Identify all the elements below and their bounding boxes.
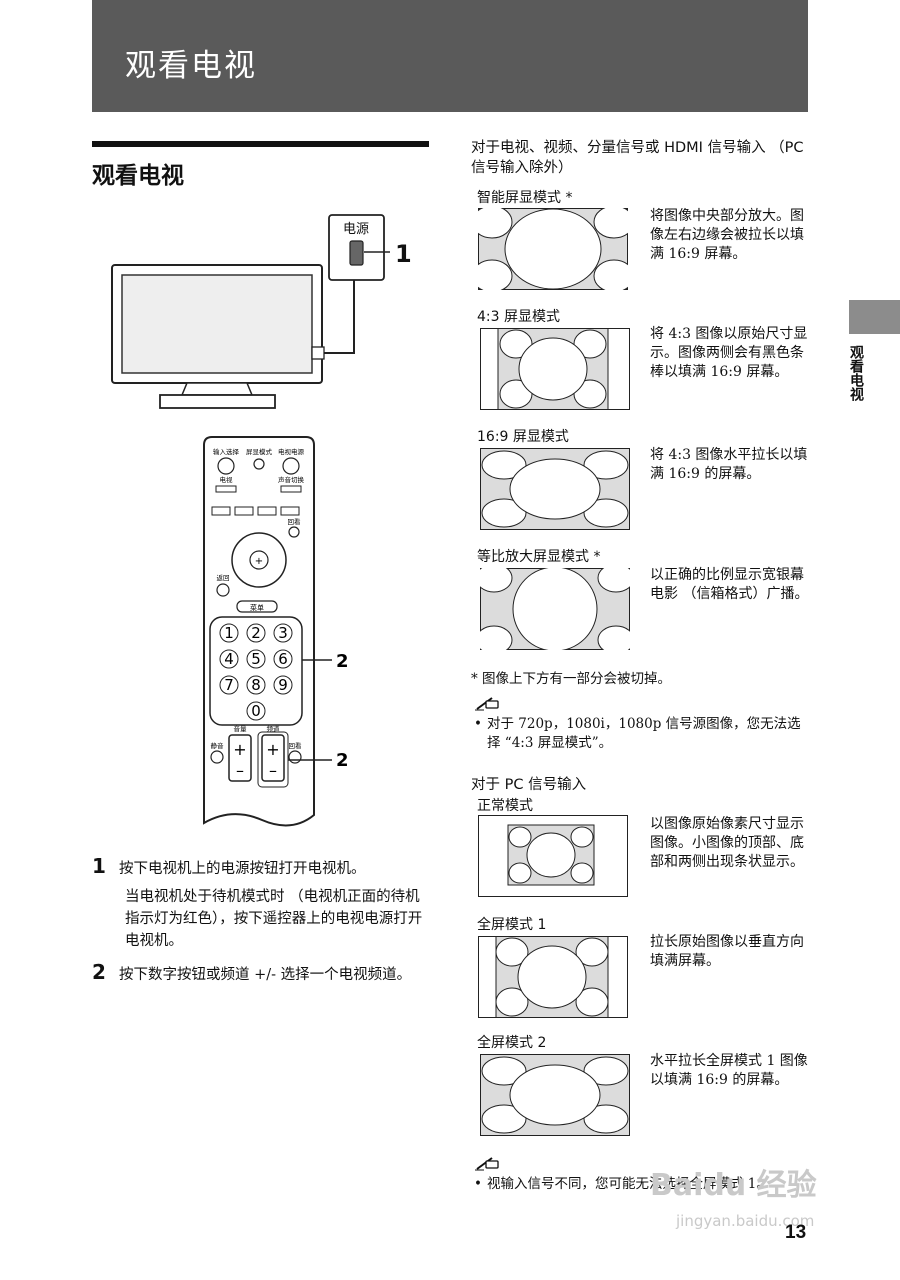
power-label: 电源 bbox=[343, 222, 369, 237]
section-title: 观看电视 bbox=[92, 163, 184, 189]
mode-desc-169: 将 4:3 图像水平拉长以填满 16:9 的屏幕。 bbox=[650, 447, 808, 482]
svg-text:返回: 返回 bbox=[217, 574, 230, 582]
mode-title-smart: 智能屏显模式 * bbox=[477, 190, 573, 206]
svg-text:+: + bbox=[266, 740, 279, 759]
mode-diagram-169 bbox=[480, 448, 630, 530]
step-1-subtext: 当电视机处于待机模式时 （电视机正面的待机指示灯为红色），按下遥控器上的电视电源… bbox=[125, 889, 423, 949]
mode-title-169: 16:9 屏显模式 bbox=[477, 429, 569, 445]
pc-input-heading: 对于 PC 信号输入 bbox=[471, 777, 587, 793]
header-band bbox=[92, 0, 808, 112]
svg-text:5: 5 bbox=[251, 650, 261, 668]
pencil-note-icon bbox=[475, 697, 499, 711]
mode-desc-43: 将 4:3 图像以原始尺寸显示。图像两侧会有黑色条棒以填满 16:9 屏幕。 bbox=[650, 326, 808, 380]
pencil-note-icon bbox=[475, 1157, 499, 1171]
svg-text:回看: 回看 bbox=[288, 518, 302, 526]
svg-text:电视: 电视 bbox=[220, 475, 234, 484]
svg-text:4: 4 bbox=[224, 650, 234, 668]
mode-title-normal: 正常模式 bbox=[477, 798, 533, 814]
tv-remote-illustration: 电源 1 输入选择 屏显模式 电视电源 电视 声音切换 回看 + 返回 菜单 bbox=[111, 214, 412, 827]
svg-text:静音: 静音 bbox=[211, 741, 225, 750]
mode-diagram-43 bbox=[480, 328, 630, 410]
mode-diagram-zoom bbox=[480, 568, 630, 650]
mode-title-full1: 全屏模式 1 bbox=[477, 917, 547, 933]
svg-text:2: 2 bbox=[336, 750, 349, 771]
svg-text:2: 2 bbox=[251, 624, 261, 642]
svg-text:频道: 频道 bbox=[267, 724, 281, 733]
svg-text:8: 8 bbox=[251, 676, 261, 694]
mode-title-full2: 全屏模式 2 bbox=[477, 1035, 547, 1051]
svg-text:电视电源: 电视电源 bbox=[278, 447, 305, 456]
svg-text:回看: 回看 bbox=[289, 742, 303, 750]
mode-title-43: 4:3 屏显模式 bbox=[477, 309, 560, 325]
section-rule bbox=[92, 141, 429, 147]
mode-diagram-full1 bbox=[478, 936, 628, 1018]
svg-text:声音切换: 声音切换 bbox=[278, 475, 305, 484]
page-title: 观看电视 bbox=[125, 48, 257, 84]
step-2-number: 2 bbox=[92, 960, 106, 984]
svg-text:屏显模式: 屏显模式 bbox=[246, 447, 273, 456]
callout-1: 1 bbox=[395, 240, 412, 268]
svg-text:–: – bbox=[269, 761, 277, 780]
svg-text:1: 1 bbox=[224, 624, 234, 642]
svg-text:+: + bbox=[233, 740, 246, 759]
tv-illustration: 电源 1 bbox=[111, 214, 412, 409]
step-2-text: 按下数字按钮或频道 +/- 选择一个电视频道。 bbox=[119, 967, 412, 983]
svg-text:0: 0 bbox=[251, 702, 261, 720]
svg-text:9: 9 bbox=[278, 676, 288, 694]
page-number: 13 bbox=[785, 1222, 807, 1243]
mode-desc-zoom: 以正确的比例显示宽银幕电影 （信箱格式）广播。 bbox=[650, 567, 809, 602]
note-text-1: 对于 720p，1080i，1080p 信号源图像，您无法选择 “4:3 屏显模… bbox=[487, 716, 801, 751]
step-1-text: 按下电视机上的电源按钮打开电视机。 bbox=[119, 861, 366, 877]
mode-desc-smart: 将图像中央部分放大。图像左右边缘会被拉长以填满 16:9 屏幕。 bbox=[650, 208, 804, 262]
watermark-brand: Baidu 经验 bbox=[650, 1168, 817, 1203]
footnote: * 图像上下方有一部分会被切掉。 bbox=[471, 671, 672, 687]
svg-text:–: – bbox=[236, 761, 244, 780]
mode-desc-full1: 拉长原始图像以垂直方向填满屏幕。 bbox=[650, 934, 804, 969]
mode-diagram-normal bbox=[478, 815, 628, 897]
svg-text:菜单: 菜单 bbox=[250, 603, 264, 612]
svg-text:3: 3 bbox=[278, 624, 288, 642]
note-bullet-2: • bbox=[474, 1176, 482, 1192]
mode-diagram-smart bbox=[478, 208, 628, 290]
note-text-2: 视输入信号不同，您可能无法选择全屏模式 1。 bbox=[487, 1176, 770, 1192]
step-1-number: 1 bbox=[92, 854, 106, 878]
mode-desc-full2: 水平拉长全屏模式 1 图像以填满 16:9 的屏幕。 bbox=[650, 1053, 808, 1088]
tv-input-heading: 对于电视、视频、分量信号或 HDMI 信号输入 （PC 信号输入除外） bbox=[471, 140, 804, 176]
side-tab-marker bbox=[849, 300, 900, 334]
watermark-url: jingyan.baidu.com bbox=[676, 1212, 815, 1230]
svg-text:+: + bbox=[255, 556, 263, 567]
svg-text:6: 6 bbox=[278, 650, 288, 668]
mode-desc-normal: 以图像原始像素尺寸显示图像。小图像的顶部、底部和两侧出现条状显示。 bbox=[650, 816, 804, 870]
svg-text:7: 7 bbox=[224, 676, 234, 694]
svg-text:音量: 音量 bbox=[234, 724, 248, 733]
svg-text:输入选择: 输入选择 bbox=[213, 447, 240, 456]
svg-text:2: 2 bbox=[336, 651, 349, 672]
mode-diagram-full2 bbox=[480, 1054, 630, 1136]
side-tab-label: 观看电视 bbox=[848, 345, 864, 401]
remote-illustration: 输入选择 屏显模式 电视电源 电视 声音切换 回看 + 返回 菜单 1 2 3 … bbox=[203, 436, 349, 827]
note-bullet-1: • bbox=[474, 716, 482, 732]
mode-title-zoom: 等比放大屏显模式 * bbox=[477, 549, 601, 565]
